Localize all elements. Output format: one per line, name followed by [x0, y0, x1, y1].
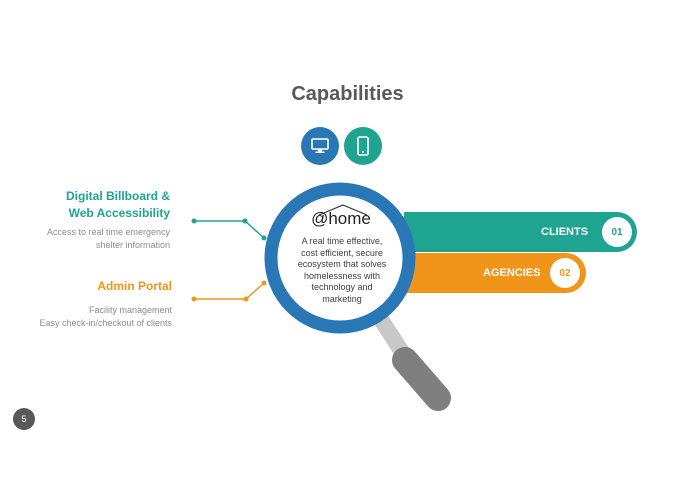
feature-connector-2	[191, 280, 267, 302]
center-desc-line: homelessness with	[303, 270, 381, 281]
center-desc-line: A real time effective,	[301, 236, 383, 246]
center-description: A real time effective, cost efficient, s…	[292, 236, 392, 305]
agencies-number: 02	[550, 258, 580, 288]
magnifier-handle	[372, 310, 451, 411]
feature-title: Digital Billboard & Web Accessibility	[20, 188, 170, 222]
feature-title-line: Web Accessibility	[68, 206, 170, 220]
feature-desc-line: Facility management	[88, 305, 172, 315]
feature-description: Access to real time emergency shelter in…	[20, 226, 170, 252]
smartphone-icon-badge	[344, 127, 382, 165]
house-roof-icon	[318, 204, 368, 216]
page-title: Capabilities	[291, 83, 404, 105]
center-desc-line: ecosystem that solves	[297, 259, 387, 269]
feature-desc-line: Easy check-in/checkout of clients	[39, 318, 172, 328]
magnifier-lens	[264, 182, 416, 334]
feature-connector-1	[191, 218, 267, 241]
home-logo: @home	[311, 209, 371, 228]
feature-desc-line: shelter information	[95, 240, 170, 250]
monitor-icon-badge	[301, 127, 339, 165]
monitor-icon	[311, 138, 329, 153]
center-desc-line: marketing	[322, 293, 362, 304]
feature-title: Admin Portal	[97, 279, 172, 293]
feature-title-line: Digital Billboard &	[65, 189, 170, 203]
center-desc-line: technology and	[311, 282, 373, 292]
center-desc-line: cost efficient, secure	[301, 247, 383, 258]
feature-admin-portal: Admin Portal Facility management Easy ch…	[20, 278, 172, 330]
agencies-label: AGENCIES	[483, 267, 541, 279]
clients-bar	[404, 212, 637, 252]
smartphone-icon	[357, 136, 369, 156]
feature-digital-billboard: Digital Billboard & Web Accessibility Ac…	[20, 188, 170, 252]
clients-number: 01	[602, 217, 632, 247]
feature-description: Facility management Easy check-in/checko…	[20, 304, 172, 330]
clients-label: CLIENTS	[541, 226, 589, 238]
feature-desc-line: Access to real time emergency	[46, 227, 170, 237]
page-number-badge: 5	[13, 408, 35, 430]
